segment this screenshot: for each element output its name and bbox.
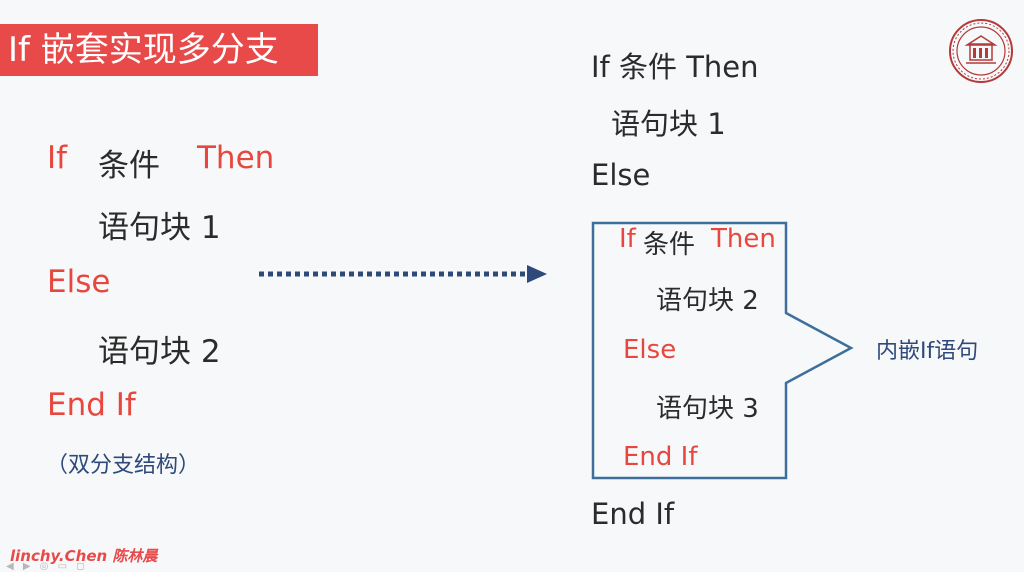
left-then-keyword: Then	[197, 140, 275, 176]
inner-condition: 条件	[643, 230, 696, 260]
structure-note: （双分支结构）	[46, 453, 201, 478]
watermark-name: linchy.Chen	[10, 547, 108, 565]
right-end-if: End If	[591, 497, 675, 531]
inner-block-3: 语句块 3	[656, 394, 759, 424]
inner-if-keyword: If	[619, 224, 636, 254]
right-block-1: 语句块 1	[611, 107, 726, 141]
left-else-keyword: Else	[47, 264, 111, 300]
nested-callout-label: 内嵌If语句	[876, 339, 979, 364]
left-condition: 条件	[98, 148, 160, 184]
author-watermark: linchy.Chen 陈林晨	[10, 545, 157, 566]
university-seal-icon	[949, 19, 1013, 83]
left-if-keyword: If	[47, 140, 68, 176]
dotted-arrow-icon	[259, 265, 547, 283]
left-block-1: 语句块 1	[98, 210, 221, 246]
watermark-chinese: 陈林晨	[112, 547, 158, 565]
inner-else-keyword: Else	[623, 335, 677, 365]
inner-end-if: End If	[623, 442, 698, 472]
left-end-if: End If	[47, 387, 136, 423]
inner-then-keyword: Then	[711, 224, 776, 254]
right-else-keyword: Else	[591, 158, 651, 192]
right-if-line: If 条件 Then	[591, 50, 759, 84]
left-block-2: 语句块 2	[98, 334, 221, 370]
slide-title: If 嵌套实现多分支	[0, 24, 318, 76]
nested-if-frame	[591, 221, 854, 480]
slide-controls[interactable]: ◀ ▶ ◎ ▭ ◻	[6, 561, 88, 572]
inner-block-2: 语句块 2	[656, 286, 759, 316]
